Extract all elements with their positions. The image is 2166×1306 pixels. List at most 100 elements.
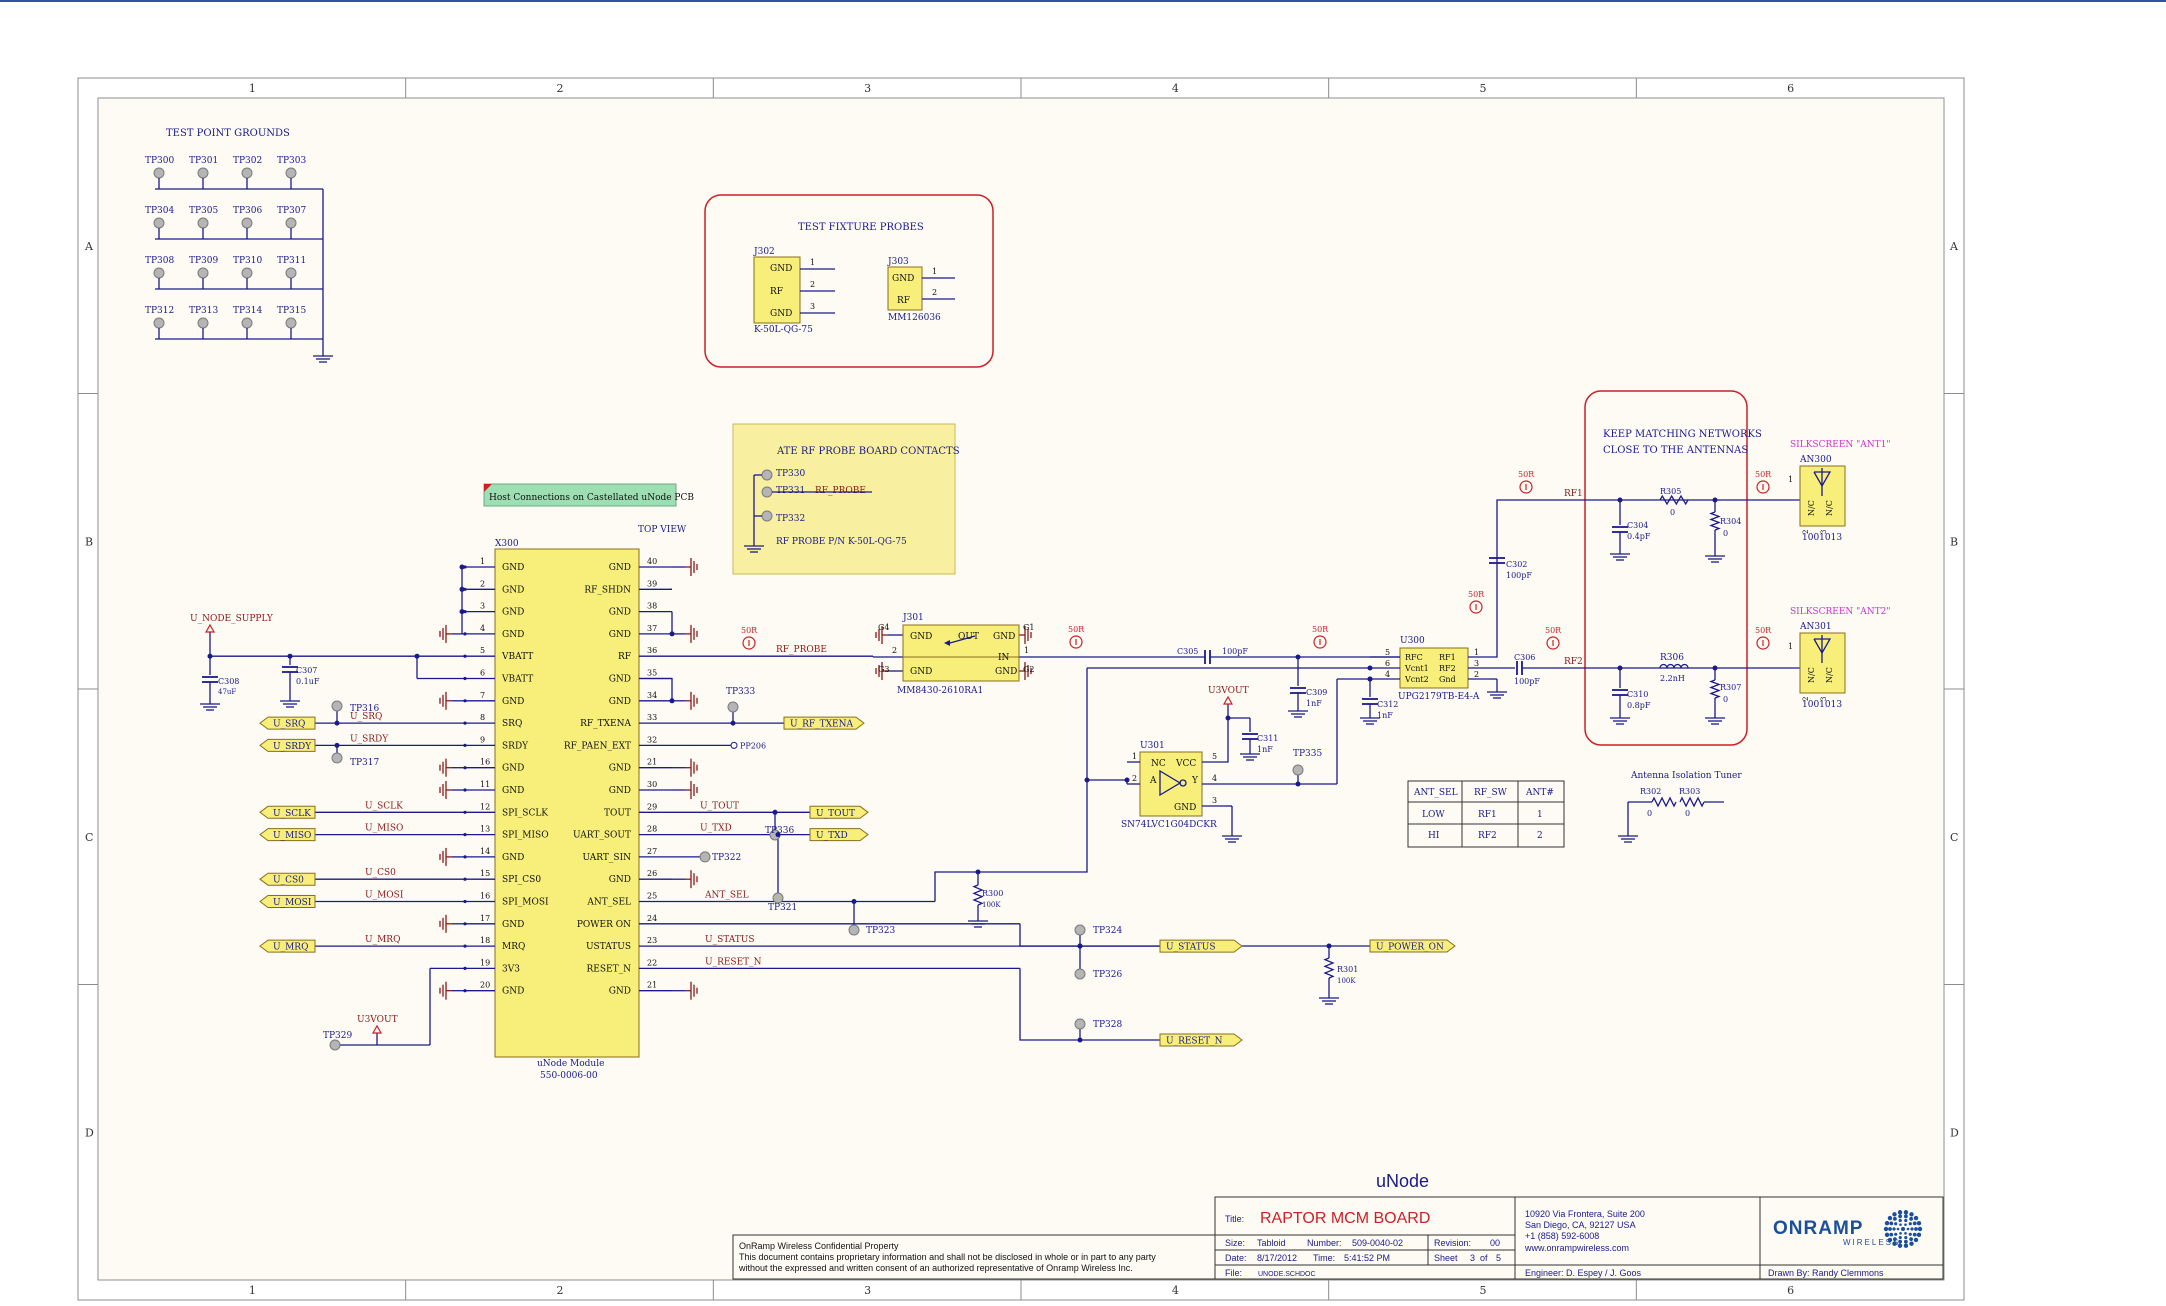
logo-dot [1894,1232,1898,1236]
port-u-status-label: U_STATUS [1166,943,1216,953]
x300-right-pin-num: 35 [647,669,657,678]
r304-val: 0 [1723,529,1728,538]
logo-dot [1909,1241,1914,1246]
x300-right-pin-num: 36 [647,646,657,655]
u300-lname: RFC [1405,653,1423,662]
j301-gnd-br: GND [995,667,1017,677]
logo-dot [1913,1215,1919,1221]
port-u-srdy-label: U_SRDY [273,742,312,752]
ground-symbol [685,624,698,643]
time-value: 5:41:52 PM [1344,1253,1390,1263]
table-r2c1: HI [1428,831,1440,841]
test-point-tp321 [772,892,784,904]
r306-inductor [1659,663,1689,669]
antenna-an301-silk: SILKSCREEN "ANT2" [1790,607,1891,617]
logo-dot [1908,1222,1912,1226]
r305-ref: R305 [1660,487,1681,496]
antenna-an300-nc2: N/C [1825,500,1834,516]
ground-symbol [1360,712,1380,725]
revision-value: 00 [1490,1238,1500,1248]
antenna-an301-nc1: N/C [1807,667,1816,683]
tp329-label: TP329 [323,1031,353,1041]
c305-val: 100pF [1222,647,1248,656]
c304-val: 0.4pF [1627,532,1651,541]
ate-tp332: TP332 [776,514,805,524]
x300-right-pin-num: 30 [647,780,657,789]
junction-dot [287,653,293,659]
junction-dot [669,698,675,704]
port-u-tout [809,805,869,819]
tp-ground-label-TP300: TP300 [145,156,175,166]
x300-left-pin-num: 11 [480,780,490,789]
port-u-rf-txena-label: U_RF_TXENA [790,720,853,730]
x300-left-pin-num: 3 [480,602,485,611]
top-window-bar [0,0,2166,2]
logo-dot [1908,1232,1912,1236]
j301-g3: G3 [878,665,889,674]
junction-dot [1077,943,1083,949]
logo-dot [1894,1222,1898,1226]
logo-dot [1896,1227,1900,1231]
j302-num2: 2 [810,280,815,289]
50r-label-rf2: 50R [1545,626,1562,635]
junction-dot [775,832,781,838]
x300-right-pin-name: GND [609,786,631,796]
port-u-sclk-label: U_SCLK [273,809,311,819]
x300-unode-module: X300 TOP VIEW 1GND2GND3GND4GND5VBATT6VBA… [463,525,687,1081]
u301-pin-num: 4 [1212,774,1217,783]
x300-left-pin-name: VBATT [501,652,533,662]
tp-ground-label-TP313: TP313 [189,306,219,316]
logo-dot [1892,1227,1896,1231]
logo-dot [1889,1232,1894,1237]
logo-dot [1913,1237,1919,1243]
frame-col-bottom-1: 1 [249,1284,256,1297]
ground-symbol [1705,550,1725,563]
logo-dot [1906,1227,1910,1231]
tp-ground-label-TP301: TP301 [189,156,218,166]
frame-row-left-D: D [85,1126,94,1139]
test-point-tp333 [727,701,739,713]
ground-symbol [1222,830,1242,843]
antenna-an300 [1799,465,1846,527]
x300-right-pin-num: 21 [647,758,657,767]
x300-right-pin-num: 23 [647,936,657,945]
50r-label-j301-out: 50R [1068,625,1085,634]
junction-dot [1617,665,1623,671]
table-r1c2: RF1 [1478,810,1497,820]
u300-lname: Vcnt2 [1404,675,1429,684]
50r-label-x300-rf: 50R [741,626,758,635]
tp-ground-label-TP307: TP307 [277,206,307,216]
x300-left-pin-num: 16 [480,758,490,767]
u301-pin-num: 1 [1132,752,1137,761]
j301-g4: G4 [878,623,889,632]
port-u-cs0-label: U_CS0 [273,876,304,886]
ground-symbol [439,781,452,799]
x300-right-pin-num: 28 [647,825,657,834]
port-u-sclk [259,805,316,819]
logo-dot [1892,1241,1897,1246]
x300-right-pin-name: UART_SOUT [573,831,631,841]
antenna-an301 [1799,632,1846,694]
j301-gnd-tl: GND [910,632,932,642]
logo-dot [1898,1214,1903,1219]
power-flag-u3vout-u301 [1222,695,1234,705]
antenna-an301-pin3: 3 [1820,697,1828,701]
u301-y: Y [1191,776,1199,786]
j302-pin1: GND [770,264,792,274]
host-note-text: Host Connections on Castellated uNode PC… [489,493,694,503]
ate-tp331: TP331 [776,486,805,496]
tp-ground-label-TP315: TP315 [277,306,307,316]
j301-ref: J301 [902,613,924,623]
logo-dot [1898,1239,1903,1244]
x300-left-pin-num: 19 [480,958,490,967]
x300-left-pin-name: GND [502,585,524,595]
junction-dot [1124,777,1130,783]
j302-num1: 1 [810,258,815,267]
test-point-TP315 [285,317,297,329]
c307-val: 0.1uF [296,677,320,686]
antenna-an301-pin1: 1 [1788,642,1793,651]
u300-part: UPG2179TB-E4-A [1398,692,1480,702]
port-u-srdy [259,738,316,752]
test-point-tp335 [1292,764,1304,776]
test-point-TP301 [197,167,209,179]
